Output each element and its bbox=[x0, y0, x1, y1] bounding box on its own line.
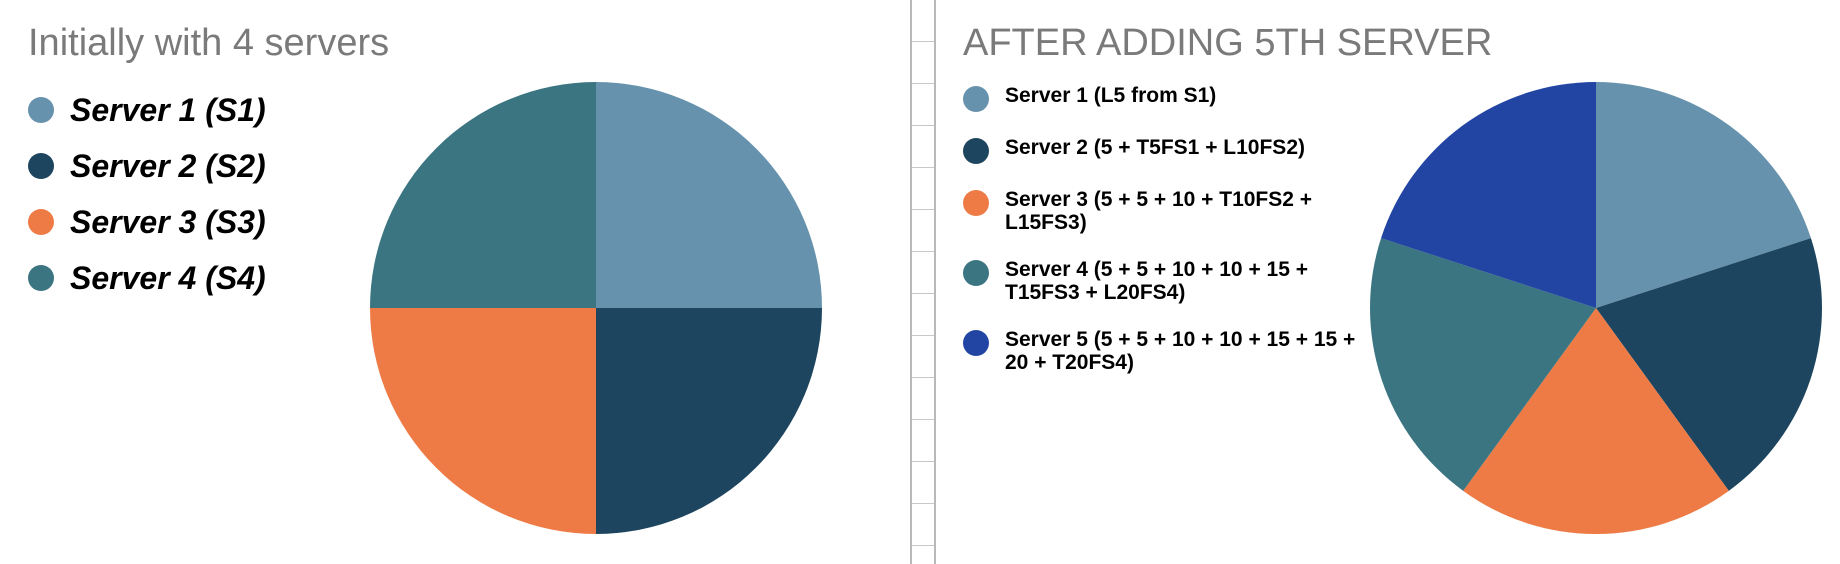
pie-chart-initial bbox=[370, 82, 822, 534]
legend-label: Server 2 (S2) bbox=[70, 147, 266, 184]
pane-divider[interactable] bbox=[910, 0, 936, 564]
legend: Server 1 (L5 from S1) Server 2 (5 + T5FS… bbox=[963, 84, 1383, 398]
legend-label: Server 4 (S4) bbox=[70, 259, 266, 296]
pie-slice-server-4 bbox=[370, 82, 596, 308]
legend-swatch bbox=[963, 330, 989, 356]
legend-label: Server 1 (S1) bbox=[70, 91, 266, 128]
pie-slice-server-1 bbox=[1596, 82, 1811, 308]
chart-initial-panel: Initially with 4 servers Server 1 (S1) S… bbox=[0, 0, 905, 564]
chart-title: AFTER ADDING 5TH SERVER bbox=[963, 22, 1493, 64]
legend-swatch bbox=[963, 260, 989, 286]
pie-slice-server-2 bbox=[1596, 238, 1822, 491]
legend-swatch bbox=[28, 265, 54, 291]
pie-slice-server-1 bbox=[596, 82, 822, 308]
legend-item-server-5: Server 5 (5 + 5 + 10 + 10 + 15 + 15 + 20… bbox=[963, 328, 1383, 374]
legend-item-server-1: Server 1 (L5 from S1) bbox=[963, 84, 1383, 112]
pie-chart-after bbox=[1370, 82, 1822, 534]
legend-swatch bbox=[963, 138, 989, 164]
legend-label: Server 4 (5 + 5 + 10 + 10 + 15 + T15FS3 … bbox=[1005, 258, 1308, 304]
legend-swatch bbox=[28, 97, 54, 123]
legend-item-server-4: Server 4 (S4) bbox=[28, 250, 266, 306]
legend-item-server-4: Server 4 (5 + 5 + 10 + 10 + 15 + T15FS3 … bbox=[963, 258, 1383, 304]
pie-slice-server-2 bbox=[596, 308, 822, 534]
legend-swatch bbox=[963, 190, 989, 216]
legend-swatch bbox=[963, 86, 989, 112]
legend-label: Server 5 (5 + 5 + 10 + 10 + 15 + 15 + 20… bbox=[1005, 328, 1356, 374]
legend-item-server-2: Server 2 (5 + T5FS1 + L10FS2) bbox=[963, 136, 1383, 164]
legend-label: Server 3 (5 + 5 + 10 + T10FS2 + L15FS3) bbox=[1005, 188, 1313, 234]
legend-swatch bbox=[28, 209, 54, 235]
legend-label: Server 2 (5 + T5FS1 + L10FS2) bbox=[1005, 136, 1305, 159]
legend-item-server-3: Server 3 (5 + 5 + 10 + T10FS2 + L15FS3) bbox=[963, 188, 1383, 234]
chart-after-panel: AFTER ADDING 5TH SERVER Server 1 (L5 fro… bbox=[935, 0, 1840, 564]
legend-item-server-2: Server 2 (S2) bbox=[28, 138, 266, 194]
legend-item-server-3: Server 3 (S3) bbox=[28, 194, 266, 250]
legend-item-server-1: Server 1 (S1) bbox=[28, 82, 266, 138]
legend-label: Server 3 (S3) bbox=[70, 203, 266, 240]
chart-title: Initially with 4 servers bbox=[28, 22, 390, 64]
legend-label: Server 1 (L5 from S1) bbox=[1005, 84, 1217, 107]
pie-slice-server-3 bbox=[370, 308, 596, 534]
pie-slice-server-5 bbox=[1381, 82, 1596, 308]
pie-slice-server-3 bbox=[1463, 308, 1729, 534]
legend: Server 1 (S1) Server 2 (S2) Server 3 (S3… bbox=[28, 82, 266, 306]
pie-slice-server-4 bbox=[1370, 238, 1596, 491]
legend-swatch bbox=[28, 153, 54, 179]
